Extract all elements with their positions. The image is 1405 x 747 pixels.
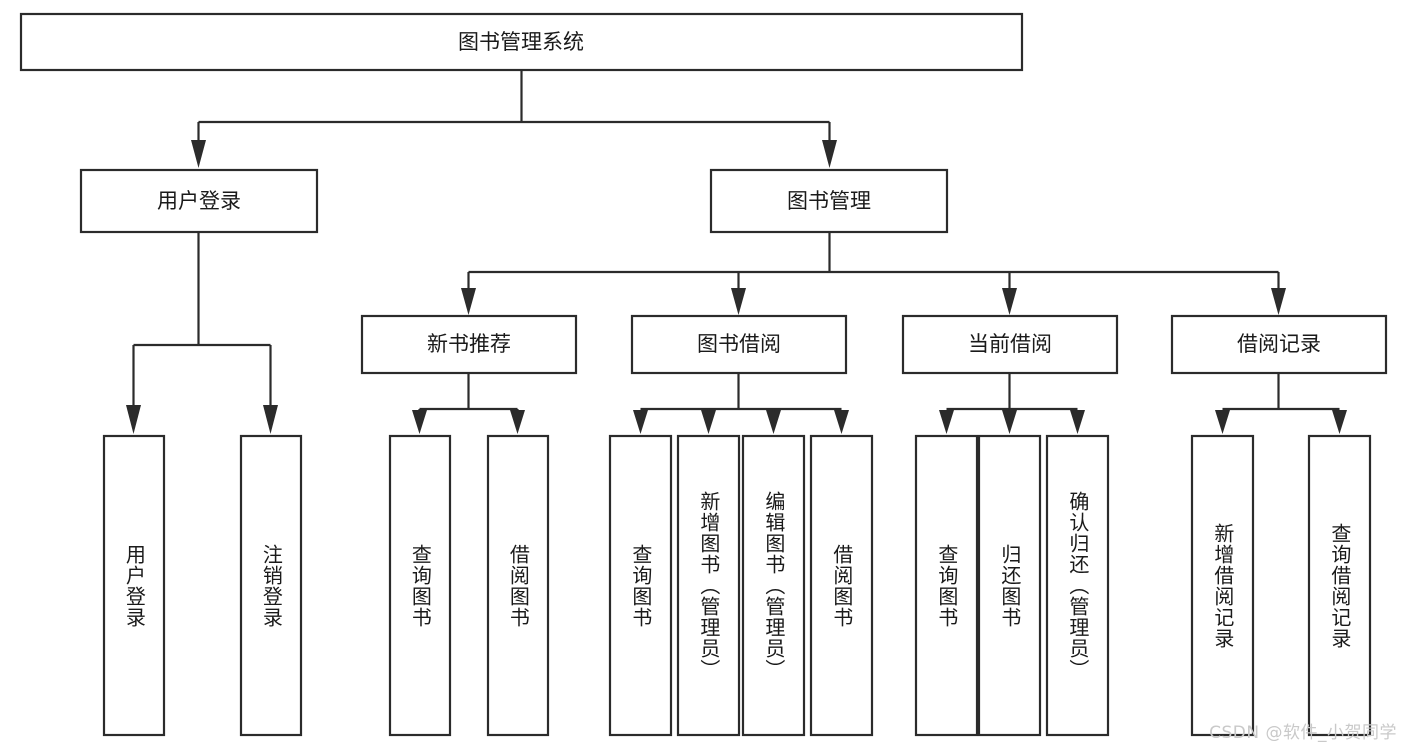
node-book-manage-box[interactable] [709, 168, 949, 234]
arrow-head-bb-leaf-2 [701, 410, 716, 434]
arrow-head-br-leaf-1 [1215, 410, 1230, 434]
node-current-borrow-label: 当前借阅 [968, 332, 1052, 356]
node-book-borrow-label: 图书借阅 [697, 332, 781, 356]
leaf-box-user-login[interactable] [102, 434, 166, 737]
arrow-head-borrow-record [1271, 288, 1286, 315]
arrow-head-leaf-user-login [126, 405, 141, 434]
node-borrow-record-box[interactable] [1170, 314, 1388, 375]
node-user-login-label: 用户登录 [157, 189, 241, 213]
arrow-head-current-borrow [1002, 288, 1017, 315]
arrow-head-nbr-leaf-1 [412, 410, 427, 434]
leaf-box-cb-query-book[interactable] [914, 434, 979, 737]
csdn-watermark: CSDN @软件_小贺同学 [1209, 723, 1397, 743]
arrow-head-user-login [191, 140, 206, 168]
leaf-box-nbr-borrow-book[interactable] [486, 434, 550, 737]
arrow-head-book-manage [822, 140, 837, 168]
leaf-box-bb-add-book[interactable] [676, 434, 741, 737]
arrow-head-nbr-leaf-2 [510, 410, 525, 434]
arrow-head-bb-leaf-4 [834, 410, 849, 434]
node-book-manage-label: 图书管理 [787, 189, 871, 213]
arrow-head-leaf-logout [263, 405, 278, 434]
arrow-head-new-book-recommend [461, 288, 476, 315]
leaf-box-cb-confirm-return[interactable] [1045, 434, 1110, 737]
leaf-box-bb-query-book[interactable] [608, 434, 673, 737]
node-root-box[interactable] [19, 12, 1024, 72]
leaf-box-nbr-query-book[interactable] [388, 434, 452, 737]
node-root-label: 图书管理系统 [458, 30, 584, 54]
arrow-head-bb-leaf-1 [633, 410, 648, 434]
arrow-head-br-leaf-2 [1332, 410, 1347, 434]
leaf-box-bb-edit-book[interactable] [741, 434, 806, 737]
node-new-book-recommend-box[interactable] [360, 314, 578, 375]
node-new-book-recommend-label: 新书推荐 [427, 332, 511, 356]
arrow-head-cb-leaf-1 [939, 410, 954, 434]
arrow-head-book-borrow [731, 288, 746, 315]
leaf-box-br-query-record[interactable] [1307, 434, 1372, 737]
node-current-borrow-box[interactable] [901, 314, 1119, 375]
leaf-box-logout[interactable] [239, 434, 303, 737]
leaf-box-cb-return-book[interactable] [977, 434, 1042, 737]
leaf-box-br-add-record[interactable] [1190, 434, 1255, 737]
node-borrow-record-label: 借阅记录 [1237, 332, 1321, 356]
node-book-borrow-box[interactable] [630, 314, 848, 375]
arrow-head-bb-leaf-3 [766, 410, 781, 434]
arrow-head-cb-leaf-2 [1002, 410, 1017, 434]
arrow-head-cb-leaf-3 [1070, 410, 1085, 434]
leaf-box-bb-borrow-book[interactable] [809, 434, 874, 737]
